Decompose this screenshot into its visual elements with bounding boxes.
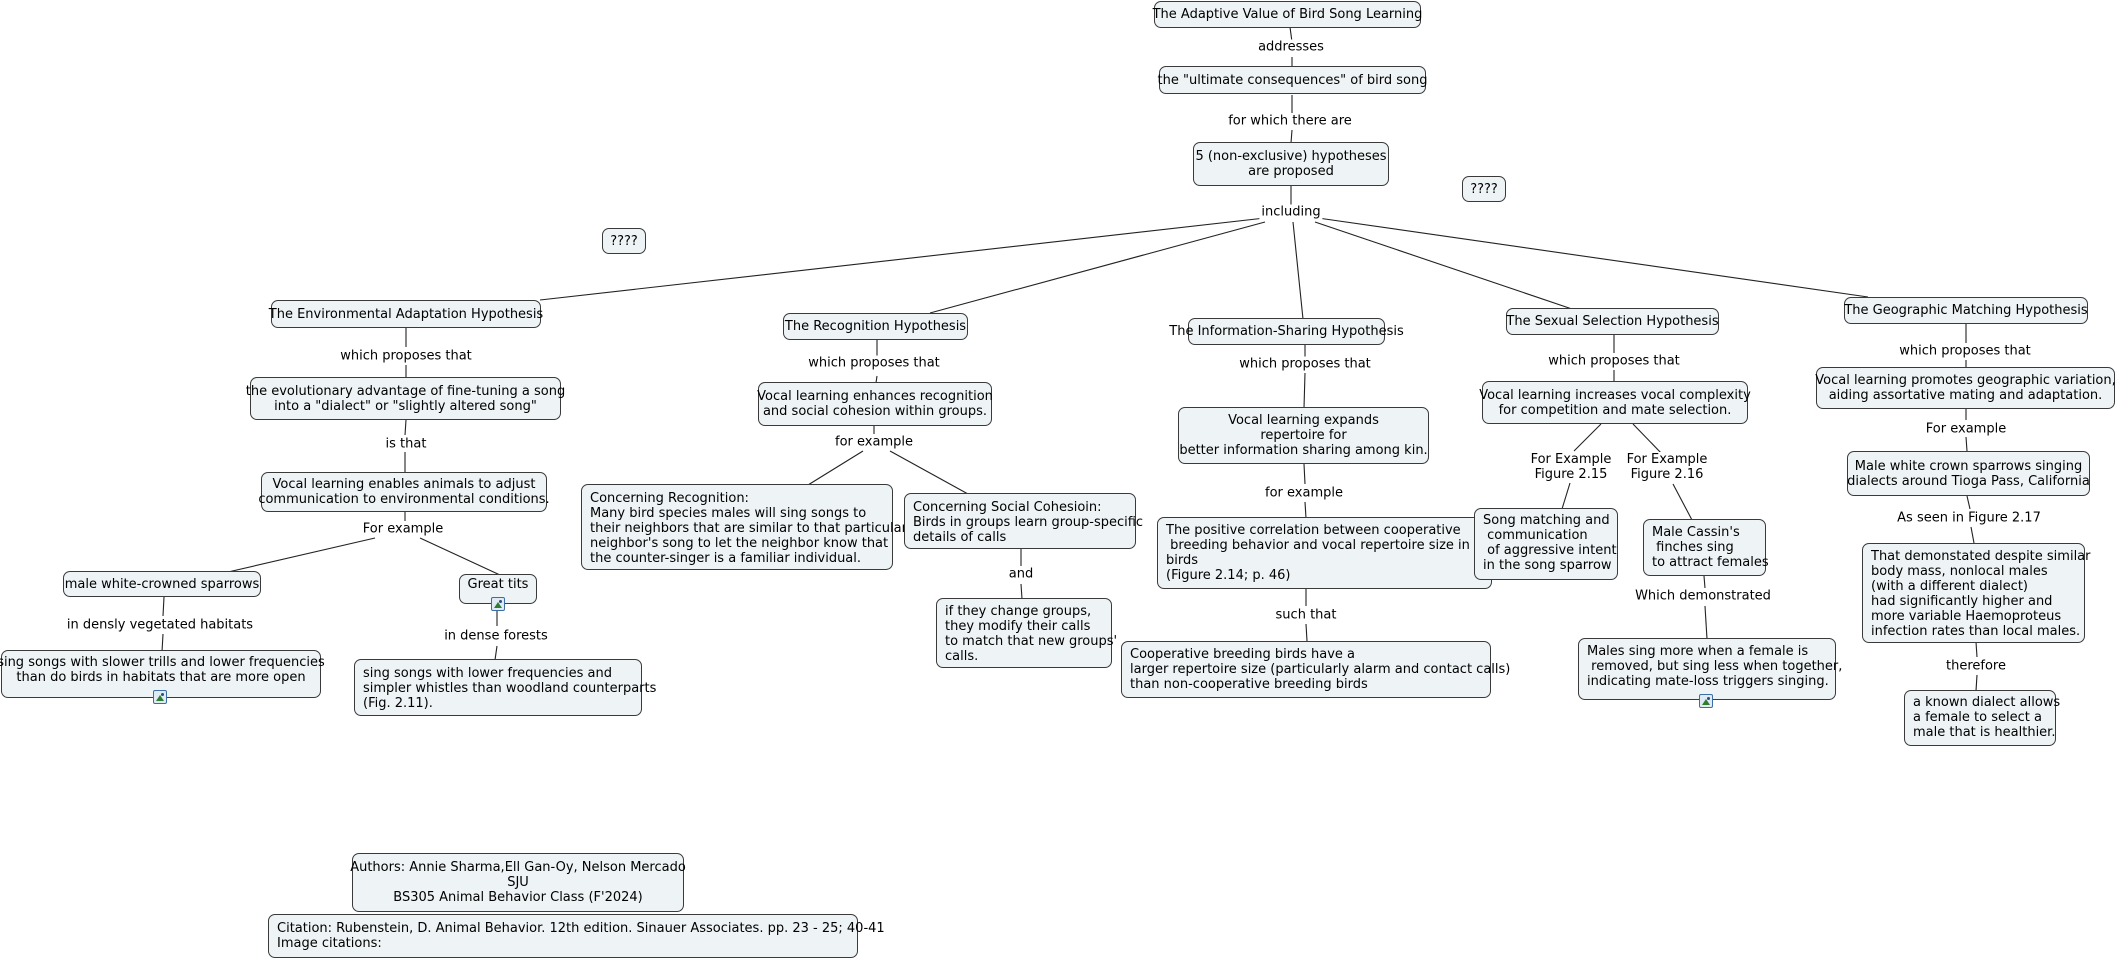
link-env-densly-vegetated: in densly vegetated habitats <box>64 617 256 633</box>
link-for-which-there-are: for which there are <box>1226 113 1354 129</box>
rec-change-groups-concept[interactable]: if they change groups, they modify their… <box>936 598 1117 668</box>
ultimate-consequences-concept[interactable]: the "ultimate consequences" of bird song <box>1158 66 1428 94</box>
geographic-matching-hypothesis[interactable]: The Geographic Matching Hypothesis <box>1844 297 2088 324</box>
env-adjust-communication-concept[interactable]: Vocal learning enables animals to adjust… <box>258 472 550 512</box>
rec-social-cohesion[interactable]: Concerning Social Cohesioin: Birds in gr… <box>904 493 1143 549</box>
link-sex-which-proposes: which proposes that <box>1546 353 1682 369</box>
placeholder-concept-left[interactable]: ???? <box>602 228 646 254</box>
link-env-for-example: For example <box>360 521 446 537</box>
link-env-dense-forests: in dense forests <box>442 628 550 644</box>
rec-concerning-recognition[interactable]: Concerning Recognition: Many bird specie… <box>581 484 907 570</box>
citation-box[interactable]: Citation: Rubenstein, D. Animal Behavior… <box>268 914 885 958</box>
link-rec-and: and <box>1006 566 1036 582</box>
link-geo-which-proposes: which proposes that <box>1897 343 2033 359</box>
env-white-crowned-sparrows[interactable]: male white-crowned sparrows <box>63 571 261 597</box>
image-icon[interactable] <box>491 597 505 611</box>
info-positive-correlation-concept[interactable]: The positive correlation between coopera… <box>1157 517 1492 589</box>
link-sex-figure-2-15: For Example Figure 2.15 <box>1528 452 1614 482</box>
geo-haemoproteus-concept[interactable]: That demonstated despite similar body ma… <box>1862 543 2091 643</box>
link-info-which-proposes: which proposes that <box>1237 356 1373 372</box>
recognition-hypothesis[interactable]: The Recognition Hypothesis <box>783 313 968 340</box>
sex-vocal-complexity-concept[interactable]: Vocal learning increases vocal complexit… <box>1479 381 1751 424</box>
geo-tioga-pass-concept[interactable]: Male white crown sparrows singing dialec… <box>1847 451 2090 496</box>
link-env-which-proposes: which proposes that <box>338 348 474 364</box>
link-rec-for-example: for example <box>833 434 915 450</box>
info-expands-repertoire-concept[interactable]: Vocal learning expands repertoire for be… <box>1178 407 1429 464</box>
link-including: including <box>1259 204 1323 220</box>
link-geo-as-seen: As seen in Figure 2.17 <box>1895 510 2043 526</box>
geo-healthier-male-concept[interactable]: a known dialect allows a female to selec… <box>1904 690 2060 746</box>
placeholder-concept-right[interactable]: ???? <box>1462 176 1506 202</box>
link-info-such-that: such that <box>1273 607 1339 623</box>
geo-geographic-variation-concept[interactable]: Vocal learning promotes geographic varia… <box>1815 367 2116 409</box>
info-cooperative-breeding-concept[interactable]: Cooperative breeding birds have a larger… <box>1121 641 1510 698</box>
link-sex-which-demonstrated: Which demonstrated <box>1633 588 1773 604</box>
information-sharing-hypothesis[interactable]: The Information-Sharing Hypothesis <box>1169 318 1404 345</box>
sexual-selection-hypothesis[interactable]: The Sexual Selection Hypothesis <box>1506 308 1719 335</box>
environmental-adaptation-hypothesis[interactable]: The Environmental Adaptation Hypothesis <box>269 300 543 328</box>
sex-cassins-finches-concept[interactable]: Male Cassin's finches sing to attract fe… <box>1643 519 1769 576</box>
link-geo-for-example: For example <box>1923 421 2009 437</box>
env-lower-frequencies-concept[interactable]: sing songs with lower frequencies and si… <box>354 659 656 716</box>
rec-enhances-recognition-concept[interactable]: Vocal learning enhances recognition and … <box>757 382 993 426</box>
link-rec-which-proposes: which proposes that <box>806 355 942 371</box>
link-env-is-that: is that <box>383 436 429 452</box>
link-info-for-example: for example <box>1263 485 1345 501</box>
link-sex-figure-2-16: For Example Figure 2.16 <box>1624 452 1710 482</box>
five-hypotheses-concept[interactable]: 5 (non-exclusive) hypotheses are propose… <box>1193 142 1389 186</box>
link-addresses: addresses <box>1256 39 1326 55</box>
link-geo-therefore: therefore <box>1944 658 2008 674</box>
image-icon[interactable] <box>1699 694 1713 708</box>
env-fine-tuning-concept[interactable]: the evolutionary advantage of fine-tunin… <box>246 377 565 420</box>
sex-song-matching-concept[interactable]: Song matching and communication of aggre… <box>1474 508 1618 580</box>
root-concept[interactable]: The Adaptive Value of Bird Song Learning <box>1153 1 1422 28</box>
sex-mate-loss-concept[interactable]: Males sing more when a female is removed… <box>1578 638 1842 700</box>
image-icon[interactable] <box>153 690 167 704</box>
authors-box[interactable]: Authors: Annie Sharma,Ell Gan-Oy, Nelson… <box>350 853 686 912</box>
